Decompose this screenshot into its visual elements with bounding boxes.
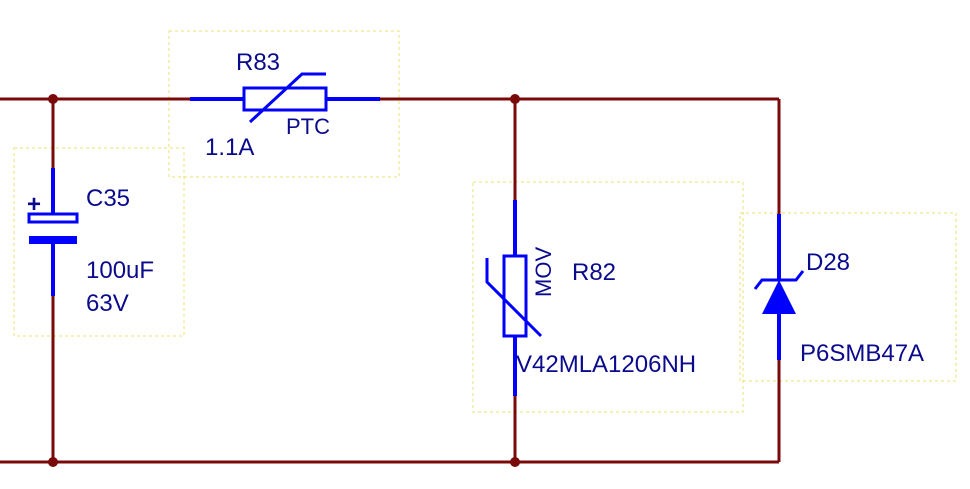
r82-varistor-slash — [485, 258, 543, 338]
c35-negative-plate — [29, 236, 77, 244]
junction-dot — [48, 457, 58, 467]
r82-type-label: MOV — [531, 247, 556, 297]
c35-capacitor-symbol[interactable] — [27, 168, 79, 296]
r82-bounding-box[interactable] — [472, 181, 744, 413]
r83-bounding-box[interactable] — [168, 30, 400, 178]
r83-designator: R83 — [236, 49, 280, 76]
d28-tvs-diode-symbol[interactable] — [753, 214, 805, 360]
r83-type-label: PTC — [286, 114, 330, 139]
junction-dot — [510, 94, 520, 104]
c35-positive-plate — [27, 212, 79, 224]
c35-bounding-box[interactable] — [13, 147, 185, 337]
d28-zener-bar — [753, 270, 805, 290]
d28-bounding-box[interactable] — [739, 212, 957, 382]
r83-value: 1.1A — [205, 134, 254, 161]
d28-value: P6SMB47A — [800, 340, 924, 367]
r83-thermistor-slash — [248, 72, 326, 124]
c35-designator: C35 — [86, 185, 130, 212]
junction-dot — [510, 457, 520, 467]
r82-designator: R82 — [572, 259, 616, 286]
junctions — [48, 94, 520, 467]
junction-dot — [48, 94, 58, 104]
r82-mov-symbol[interactable] — [485, 200, 543, 396]
c35-voltage-rating: 63V — [86, 290, 129, 317]
wires — [0, 97, 781, 464]
d28-designator: D28 — [806, 249, 850, 276]
r82-value: V42MLA1206NH — [516, 351, 696, 378]
r82-varistor-body — [502, 254, 528, 338]
r83-ptc-symbol[interactable] — [190, 72, 380, 124]
d28-diode-triangle — [762, 280, 796, 314]
c35-value: 100uF — [86, 257, 154, 284]
c35-polarity-mark: + — [27, 191, 41, 218]
